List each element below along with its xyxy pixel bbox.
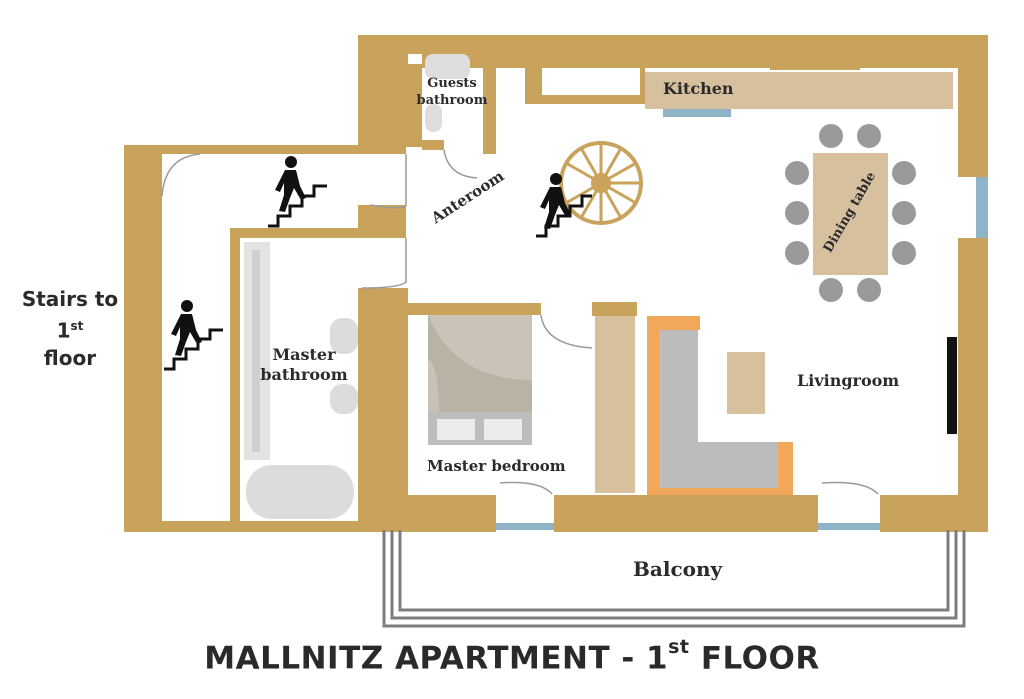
livingroom-label: Livingroom [797, 371, 900, 390]
stairs-person-icon [164, 300, 223, 371]
balcony-rail [382, 530, 966, 628]
walls [124, 35, 988, 532]
guests-bathroom-label-line2: bathroom [416, 93, 488, 108]
stairs-side-label: Stairs to 1st floor [14, 286, 126, 372]
spiral-staircase-icon [559, 141, 643, 225]
bed [428, 315, 532, 445]
kitchen-counter [645, 72, 953, 109]
page-title-sup: st [668, 636, 690, 658]
page-title-main: MALLNITZ APARTMENT - 1 [204, 640, 669, 677]
doors [161, 149, 879, 495]
coffee-table [727, 352, 765, 414]
stairs-side-label-line1: Stairs to [21, 287, 119, 311]
master-bedroom-label: Master bedroom [427, 457, 566, 475]
guest-bathroom-fixtures [425, 54, 470, 132]
master-bathroom-fixtures [244, 242, 358, 519]
stairs-person-icon [536, 173, 592, 238]
balcony-label: Balcony [633, 557, 723, 581]
master-bathroom-label-line1: Master [272, 345, 336, 364]
stairs-side-number: 1 [56, 318, 71, 343]
wardrobe [595, 316, 635, 493]
dining-table [813, 153, 888, 275]
tv [947, 337, 957, 434]
chairs [785, 124, 916, 302]
master-bathroom-label: Master bathroom [254, 345, 354, 385]
guests-bathroom-label-line1: Guests [427, 76, 477, 91]
master-bathroom-label-line2: bathroom [260, 365, 348, 384]
windows [496, 109, 988, 530]
page-title: MALLNITZ APARTMENT - 1st FLOOR [0, 636, 1024, 677]
sofa [647, 316, 793, 495]
dining-set [785, 124, 916, 302]
stairs-side-label-line3: floor [43, 345, 97, 370]
kitchen-label: Kitchen [663, 79, 734, 98]
page-title-suffix: FLOOR [689, 640, 820, 677]
guests-bathroom-label: Guests bathroom [414, 75, 490, 109]
stairs-person-icon [268, 156, 327, 228]
stairs-side-sup: st [70, 319, 84, 333]
stairs-side-label-line2: 1st [14, 313, 126, 345]
